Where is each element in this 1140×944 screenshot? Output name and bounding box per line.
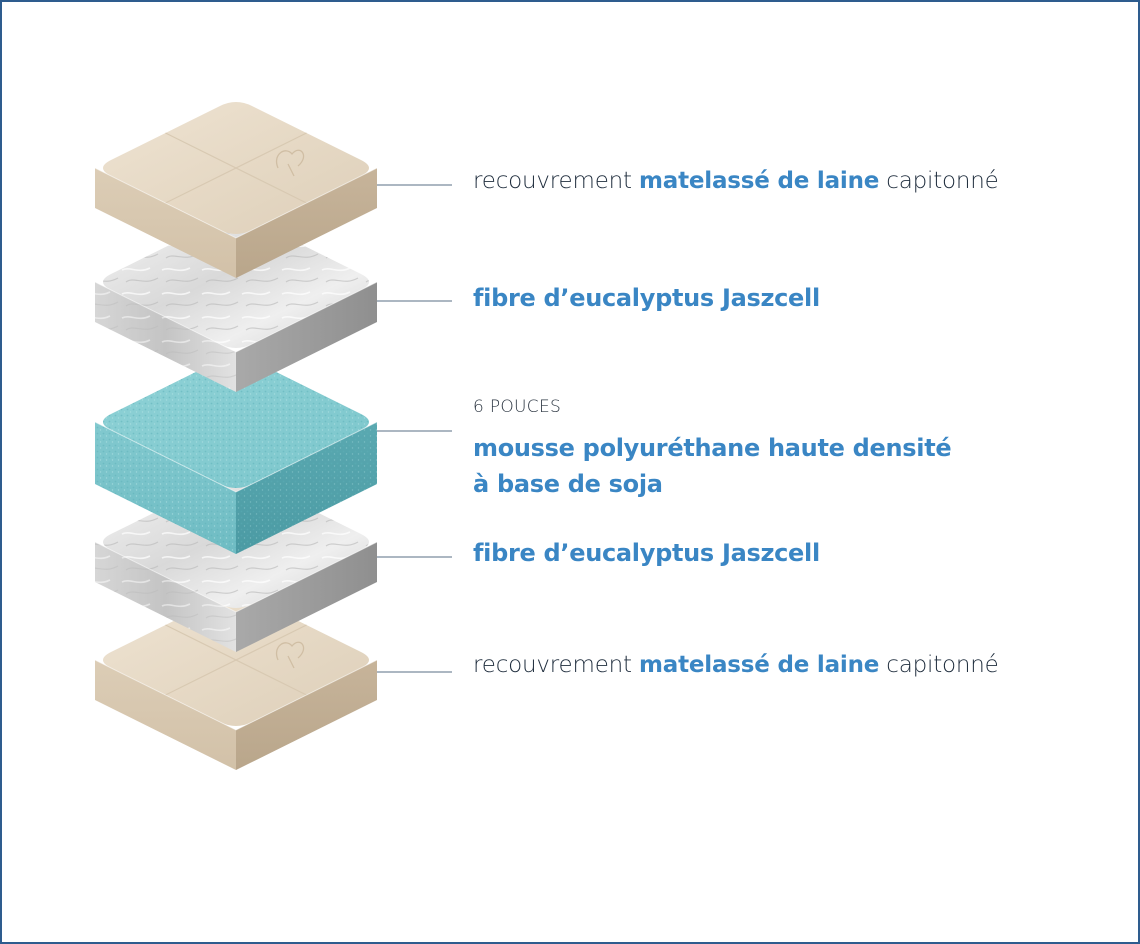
label-bottom-eucalyptus: fibre d’eucalyptus Jaszcell — [473, 539, 820, 567]
label-top-wool: recouvrement matelassé de laine capitonn… — [473, 168, 999, 194]
label-bottom-wool-highlight: matelassé de laine — [638, 652, 880, 678]
slab-edge — [94, 421, 378, 493]
label-top-wool-post: capitonné — [879, 168, 999, 194]
label-foam-line2: à base de soja — [473, 470, 663, 498]
slab-edge — [94, 167, 378, 239]
slab-edge — [94, 541, 378, 613]
fiber-texture-left — [95, 542, 236, 652]
foam-texture-right — [236, 422, 377, 554]
fiber-texture-top — [103, 216, 369, 348]
label-foam-line1: mousse polyuréthane haute densité — [473, 434, 952, 462]
label-bottom-wool-post: capitonné — [879, 652, 999, 678]
foam-texture-left — [95, 422, 236, 554]
slab-edge — [94, 659, 378, 731]
slab-top-eucalyptus — [94, 216, 378, 392]
slab-bottom-wool — [94, 594, 378, 770]
cotton-emblem — [275, 641, 305, 669]
fiber-texture-left — [95, 282, 236, 392]
label-top-wool-pre: recouvrement — [473, 168, 639, 194]
label-bottom-wool-pre: recouvrement — [473, 652, 639, 678]
label-foam-core: mousse polyuréthane haute densité à base… — [473, 430, 952, 502]
slab-foam-core — [94, 356, 378, 554]
foam-texture-top — [103, 356, 369, 488]
slab-left-face — [95, 660, 236, 770]
label-bottom-wool: recouvrement matelassé de laine capitonn… — [473, 652, 999, 678]
slab-right-face — [236, 168, 377, 278]
slab-left-face — [95, 168, 236, 278]
quilt-seam — [165, 624, 307, 696]
slab-right-face — [236, 542, 377, 652]
slab-top-wool — [94, 102, 378, 278]
slab-right-face — [236, 282, 377, 392]
leader-lines — [377, 184, 452, 673]
label-foam-caption: 6 POUCES — [473, 397, 562, 417]
label-top-wool-highlight: matelassé de laine — [638, 168, 880, 194]
cotton-emblem — [275, 149, 305, 177]
quilt-seam — [165, 132, 307, 204]
slab-edge — [94, 281, 378, 353]
label-top-eucalyptus: fibre d’eucalyptus Jaszcell — [473, 284, 820, 312]
slab-right-face — [236, 660, 377, 770]
layer-stack — [94, 102, 378, 770]
